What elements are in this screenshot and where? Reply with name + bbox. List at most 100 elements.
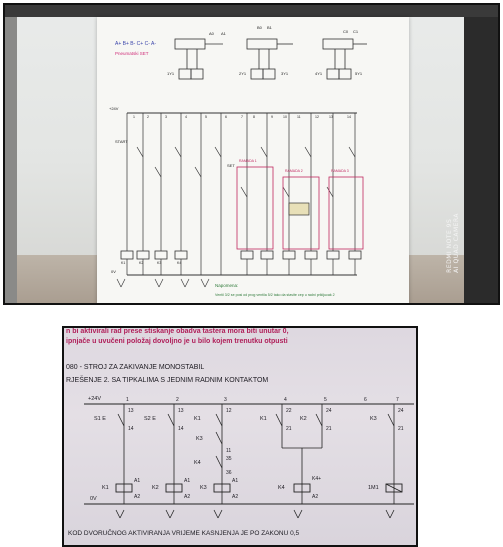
col-1: 1 <box>133 115 135 119</box>
col-12: 12 <box>315 115 319 119</box>
header-text-1: n bi aktivirali rad prese stiskanje obad… <box>66 328 289 335</box>
left-shadow <box>5 17 17 303</box>
col-7: 7 <box>241 115 243 119</box>
label-start: START <box>115 139 128 144</box>
col-4: 4 <box>284 397 287 403</box>
col-14: 14 <box>347 115 351 119</box>
diagram-title: 080 - STROJ ZA ZAKIVANJE MONOSTABIL <box>66 364 205 371</box>
label-k3-contact-2: K3 <box>196 436 203 442</box>
label-ramada-2: RAMADA 2 <box>285 169 303 173</box>
label-k1: K1 <box>121 261 126 265</box>
note-text: Ventil 3/2 se posi od prog ventila 5/2 t… <box>215 293 335 297</box>
label-s2: S2 E <box>144 416 156 422</box>
label-1y1: 1Y1 <box>167 71 175 76</box>
label-11: 11 <box>226 448 232 454</box>
col-2: 2 <box>176 397 179 403</box>
a1-2: A1 <box>184 478 191 484</box>
col-2: 2 <box>147 115 149 119</box>
label-2y1: 2Y1 <box>239 71 247 76</box>
coil-1m1: 1M1 <box>368 485 379 491</box>
label-k2-contact: K2 <box>300 416 307 422</box>
col-10: 10 <box>283 115 287 119</box>
coil-k1: K1 <box>102 485 109 491</box>
label-k2: K2 <box>139 261 144 265</box>
col-7: 7 <box>396 397 399 403</box>
label-set: SET <box>227 163 235 168</box>
coil-k3: K3 <box>200 485 207 491</box>
ladder-diagram <box>84 403 414 519</box>
label-k4-contact: K4 <box>194 460 201 466</box>
label-c1: C1 <box>353 29 359 34</box>
col-4: 4 <box>185 115 187 119</box>
watermark-camera: AI QUAD CAMERA <box>453 213 460 273</box>
camera-watermark: REDMI NOTE 9S AI QUAD CAMERA <box>446 213 460 273</box>
label-14a: 14 <box>128 426 134 432</box>
label-35: 35 <box>226 456 232 462</box>
label-13a: 13 <box>128 408 134 414</box>
col-3: 3 <box>165 115 167 119</box>
sequence-label: A+ B+ B- C+ C- A- <box>115 41 156 47</box>
col-8: 8 <box>253 115 255 119</box>
label-5y1: 5Y1 <box>355 71 363 76</box>
label-c0: C0 <box>343 29 349 34</box>
label-14b: 14 <box>178 426 184 432</box>
label-4y1: 4Y1 <box>315 71 323 76</box>
col-13: 13 <box>329 115 333 119</box>
col-9: 9 <box>271 115 273 119</box>
label-3y1: 3Y1 <box>281 71 289 76</box>
label-ramada-1: RAMADA 1 <box>239 159 257 163</box>
label-24b: 24 <box>398 408 404 414</box>
label-0v: 0V <box>90 496 97 502</box>
col-6: 6 <box>364 397 367 403</box>
label-k1-contact: K1 <box>194 416 201 422</box>
label-k4: K4 <box>177 261 182 265</box>
label-13b: 13 <box>178 408 184 414</box>
label-b1: B1 <box>267 25 272 30</box>
label-a0: A0 <box>209 31 214 36</box>
a1-3: A1 <box>232 478 239 484</box>
a2-4: A2 <box>312 494 319 500</box>
coil-k4: K4 <box>278 485 285 491</box>
col-1: 1 <box>126 397 129 403</box>
label-21c: 21 <box>398 426 404 432</box>
a1-1: A1 <box>134 478 141 484</box>
photo-riveting-machine-schematic: n bi aktivirali rad prese stiskanje obad… <box>62 326 418 547</box>
label-22a: 22 <box>286 408 292 414</box>
coil-k4-plus: K4+ <box>312 476 322 482</box>
a2-2: A2 <box>184 494 191 500</box>
schematic-drawing <box>116 38 367 288</box>
label-21b: 21 <box>326 426 332 432</box>
col-5: 5 <box>205 115 207 119</box>
coil-k2: K2 <box>152 485 159 491</box>
label-k3-contact: K3 <box>370 416 377 422</box>
footer-text: KOD DVORUČNOG AKTIVIRANJA VRIJEME KASNJE… <box>68 530 300 537</box>
top-frame-bar <box>5 5 498 17</box>
label-a1: A1 <box>221 31 226 36</box>
a2-1: A2 <box>134 494 141 500</box>
schematic-printout: n bi aktivirali rad prese stiskanje obad… <box>64 328 416 545</box>
photo-electro-pneumatic-schematic: A+ B+ B- C+ C- A- Pneumatski SET A0 A1 B… <box>3 3 500 305</box>
label-s1: S1 E <box>94 416 106 422</box>
label-24a: 24 <box>326 408 332 414</box>
label-ramada-3: RAMADA 3 <box>331 169 349 173</box>
right-stand <box>464 17 498 303</box>
label-k3: K3 <box>157 261 162 265</box>
schematic-sheet: A+ B+ B- C+ C- A- Pneumatski SET A0 A1 B… <box>97 17 409 303</box>
col-3: 3 <box>224 397 227 403</box>
col-5: 5 <box>324 397 327 403</box>
label-k1-contact-2: K1 <box>260 416 267 422</box>
a2-3: A2 <box>232 494 239 500</box>
label-24v: +24V <box>109 106 119 111</box>
note-title: Napomena: <box>215 283 239 288</box>
pneumatic-set-label: Pneumatski SET <box>115 51 149 56</box>
label-12: 12 <box>226 408 232 414</box>
label-0v: 0V <box>111 269 116 274</box>
label-b0: B0 <box>257 25 262 30</box>
diagram-subtitle: RJEŠENJE 2. SA TIPKALIMA S JEDNIM RADNIM… <box>66 377 269 384</box>
label-36: 36 <box>226 470 232 476</box>
col-6: 6 <box>225 115 227 119</box>
label-21a: 21 <box>286 426 292 432</box>
watermark-brand: REDMI NOTE 9S <box>446 218 453 273</box>
label-24v: +24V <box>88 396 101 402</box>
col-11: 11 <box>297 115 301 119</box>
